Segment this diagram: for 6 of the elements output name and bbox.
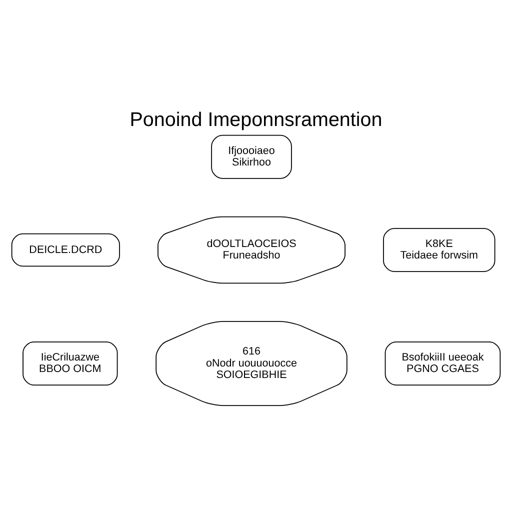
node-box: IieCriluazwe BBOO OICM bbox=[22, 342, 118, 386]
node-box: K8KE Teidaee forwsim bbox=[383, 228, 496, 272]
node-box: DEICLE.DCRD bbox=[11, 233, 120, 267]
diagram-title: Ponoind Imeponnsramention bbox=[130, 108, 382, 131]
node-box: Ifjoooiaeo Sikirhoo bbox=[211, 134, 292, 179]
node-box: BsofokiiII ueeoak PGNO CGAES bbox=[384, 342, 501, 386]
